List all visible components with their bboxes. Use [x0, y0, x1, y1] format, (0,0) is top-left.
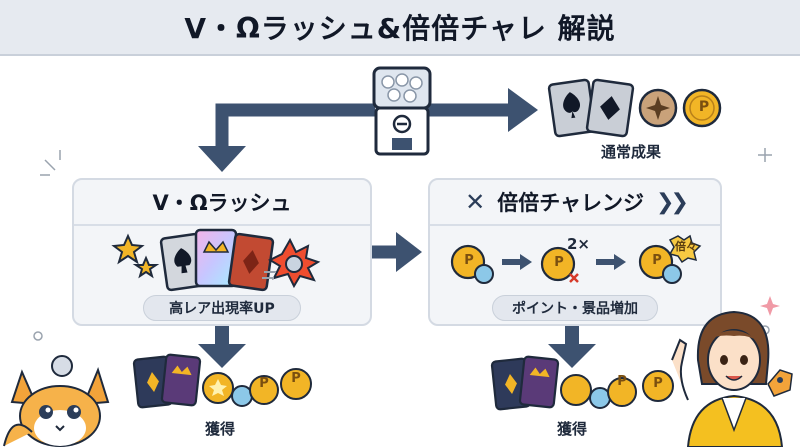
challenge-flow — [450, 234, 702, 284]
coin-p-letter-5: P — [291, 371, 301, 386]
coin-p-icon — [682, 88, 722, 128]
challenge-result-items — [490, 355, 674, 411]
rush-result-label: 獲得 — [205, 420, 236, 438]
coin-p-letter-2: P — [554, 255, 564, 270]
challenge-result-label: 獲得 — [557, 420, 588, 438]
rush-card-row — [111, 228, 321, 292]
normal-result-items — [547, 78, 722, 138]
challenge-panel-title: 倍倍チャレンジ — [497, 191, 645, 215]
coin-p-letter-4: P — [259, 376, 269, 391]
rush-badge: 高レア出現率UP — [143, 295, 301, 321]
multiplier-text: 2× — [567, 235, 591, 253]
arrow-down-to-rush — [198, 146, 246, 172]
coin-p-letter: P — [698, 99, 710, 115]
challenge-panel-header: ✕ 倍倍チャレンジ ❯❯ — [430, 180, 720, 226]
bai-badge: 倍々 — [675, 240, 697, 253]
coin-p-letter-3: P — [652, 253, 662, 268]
coin-star-icon — [638, 88, 678, 128]
capsule-machine-icon — [372, 66, 432, 156]
normal-result-label: 通常成果 — [601, 143, 662, 161]
rush-panel-header: V・Ωラッシュ — [74, 180, 370, 226]
coin-p-letter-7: P — [653, 376, 663, 391]
coin-orb-icon-1 — [450, 244, 494, 284]
rush-result-items — [132, 353, 312, 409]
coin-p-letter-1: P — [464, 253, 474, 268]
close-x-icon: ✕ — [465, 188, 486, 216]
card-spade-icon — [547, 78, 597, 138]
star-icon — [111, 233, 160, 279]
fox-mascot-illustration — [3, 355, 110, 447]
coin-p-letter-6: P — [617, 374, 627, 389]
card-red-icon — [227, 232, 275, 292]
arrow-rush-to-challenge — [396, 232, 422, 272]
girl-character-illustration — [671, 310, 793, 447]
coin-orb-icon-2 — [638, 244, 682, 284]
double-chevron-icon: ❯❯ — [656, 189, 689, 215]
arrow-right-to-normal — [508, 88, 538, 132]
burst-icon — [262, 237, 321, 289]
coin-multiplier-icon — [540, 246, 579, 283]
card-holo-crown-icon — [194, 228, 238, 288]
card-diamond-icon — [585, 78, 635, 138]
page-title: V・Ωラッシュ&倍倍チャレ 解説 — [184, 12, 616, 45]
card-spade-icon — [159, 232, 207, 292]
challenge-badge: ポイント・景品増加 — [492, 295, 658, 321]
title-bar: V・Ωラッシュ&倍倍チャレ 解説 — [0, 0, 800, 56]
